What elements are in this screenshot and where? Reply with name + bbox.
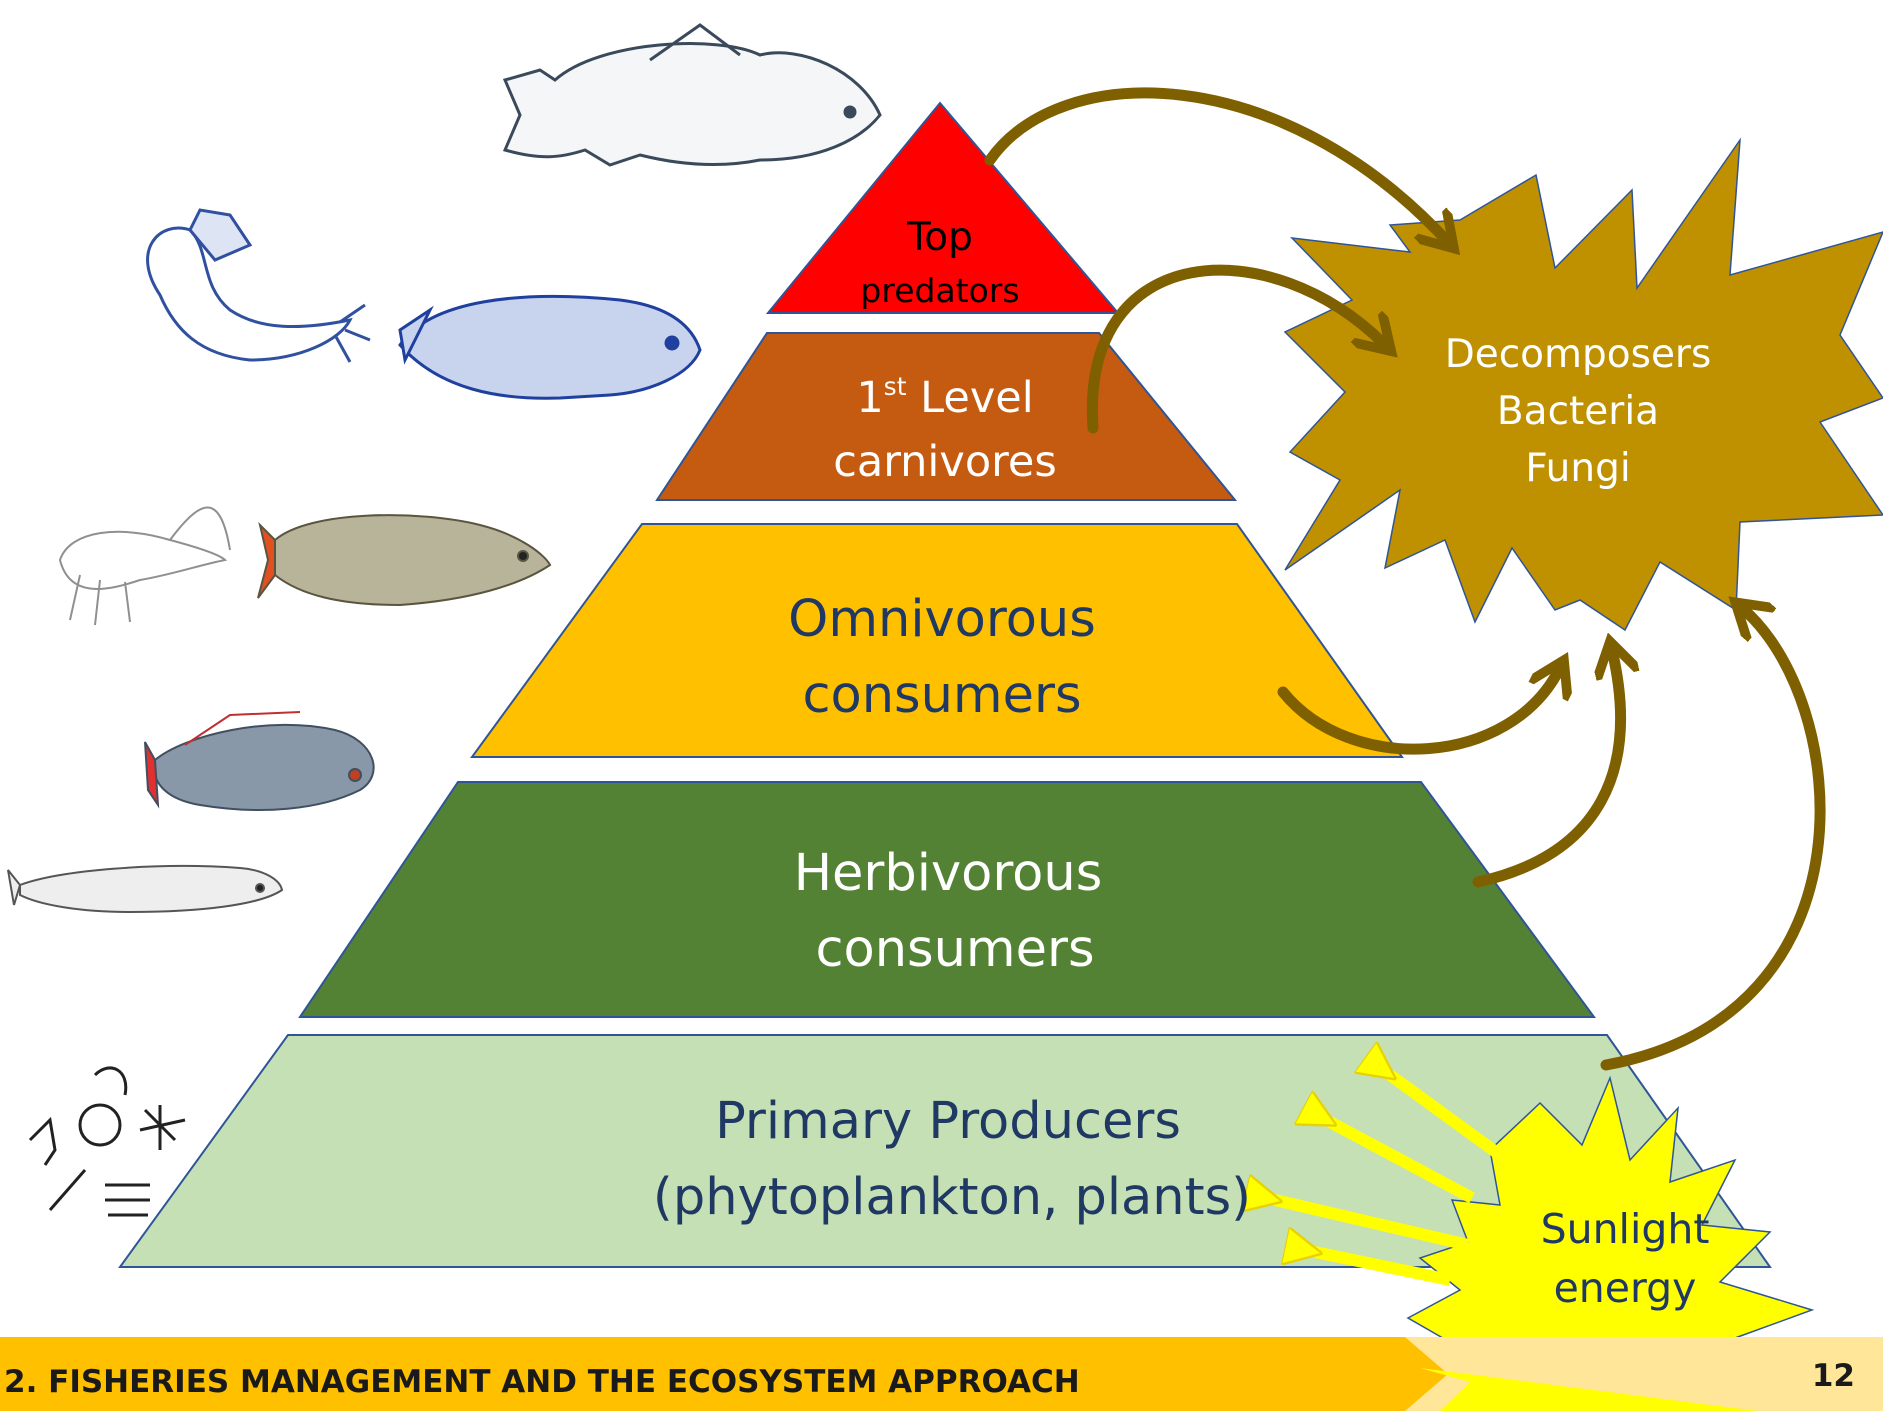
sunray-2	[1330, 1122, 1475, 1204]
carnivores-line1: 1st Level	[856, 372, 1033, 423]
herbivorous-line2: consumers	[815, 920, 1094, 979]
bacteria-label: Bacteria	[1497, 389, 1659, 434]
carnivores-line2: carnivores	[833, 437, 1056, 487]
arrow-top-to-decomposers	[984, 87, 1448, 242]
producers-line2: (phytoplankton, plants)	[653, 1168, 1251, 1227]
arrow-herbivorous-to-decomposers	[1472, 650, 1621, 888]
footer-banner	[0, 1337, 1448, 1411]
page-number: 12	[1811, 1358, 1855, 1394]
tilapia-fish-icon	[144, 711, 375, 811]
tier-top-predators	[765, 101, 1121, 314]
sardine-fish-icon	[7, 865, 284, 914]
footer-bar	[0, 1337, 1883, 1411]
tier-primary-producers	[118, 1034, 1772, 1268]
footer-title: 2. FISHERIES MANAGEMENT AND THE ECOSYSTE…	[4, 1364, 1080, 1400]
shrimp-icon	[58, 506, 231, 626]
top-predators-line1: Top	[906, 215, 973, 260]
top-predators-line2: predators	[860, 271, 1019, 310]
fungi-label: Fungi	[1525, 446, 1630, 491]
arrow-omnivorous-to-decomposers	[1277, 668, 1560, 755]
sunlight-star-lower	[1420, 1368, 1758, 1411]
omnivorous-line1: Omnivorous	[788, 590, 1096, 649]
catfish-icon	[146, 208, 371, 363]
omnivorous-line2: consumers	[802, 666, 1081, 725]
decomposers-star	[1283, 137, 1883, 632]
barramundi-fish-icon	[502, 23, 882, 167]
producers-line1: Primary Producers	[715, 1092, 1181, 1151]
sunray-4	[1315, 1252, 1452, 1286]
roach-fish-icon	[257, 514, 552, 607]
sunlight-label: Sunlight	[1541, 1205, 1710, 1253]
sunray-3	[1275, 1200, 1470, 1251]
tier-herbivorous-consumers	[298, 781, 1596, 1018]
perch-fish-icon	[398, 294, 702, 400]
herbivorous-line1: Herbivorous	[794, 844, 1103, 903]
energy-label: energy	[1554, 1264, 1697, 1312]
decomposers-label: Decomposers	[1445, 332, 1712, 377]
arrow-producers-to-decomposers	[1600, 608, 1826, 1071]
plankton-icon	[28, 1066, 186, 1217]
sunray-1	[1390, 1075, 1504, 1160]
tier-omnivorous-consumers	[470, 523, 1404, 758]
arrow-carnivores-to-decomposers	[1086, 264, 1385, 434]
carnivores-superscript: st	[884, 372, 907, 401]
